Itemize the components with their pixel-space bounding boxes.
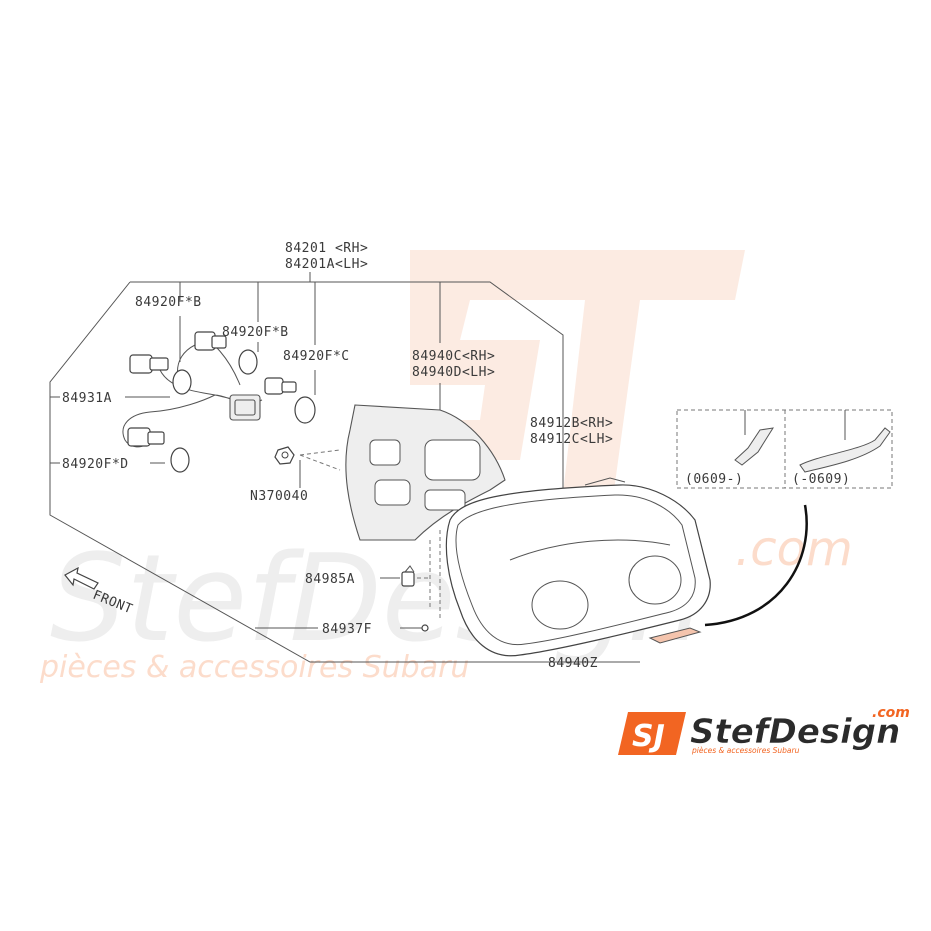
bulb-b-left — [129, 354, 192, 395]
variant-insets: (0609-) (-0609) — [676, 409, 893, 489]
lamp-rh-label: 84201 <RH> — [285, 241, 368, 256]
watermark-tagline: pièces & accessoires Subaru — [39, 650, 469, 685]
clip-part — [401, 565, 415, 587]
bulb-b-mid — [194, 331, 258, 375]
bulb-d — [127, 427, 190, 473]
screw-part — [421, 624, 429, 632]
variant-old-label: (-0609) — [792, 472, 850, 487]
leader-lines — [50, 272, 564, 629]
logo-badge-text: SJ — [632, 719, 665, 754]
logo-brand: StefDesign — [690, 712, 900, 752]
projection-lines — [299, 449, 441, 620]
callout-curve — [704, 504, 808, 627]
gasket-part — [345, 404, 506, 541]
brand-logo: SJ StefDesign .com pièces & accessoires … — [618, 705, 910, 755]
bracket-part — [648, 627, 702, 644]
logo-badge — [618, 712, 686, 755]
gasket-lh-label: 84940D<LH> — [412, 365, 495, 380]
bulb-b-mid-label: 84920F*B — [222, 325, 289, 340]
gasket-rh-label: 84940C<RH> — [412, 349, 495, 364]
assembly-boundary-bottom — [49, 281, 640, 663]
bracket-label: 84940Z — [548, 656, 598, 671]
housing-lh-label: 84912C<LH> — [530, 432, 613, 447]
lamp-lh-label: 84201A<LH> — [285, 257, 368, 272]
bulb-d-label: 84920F*D — [62, 457, 129, 472]
bulb-c — [264, 377, 316, 424]
lamp-housing — [445, 477, 711, 657]
clip-label: 84985A — [305, 572, 355, 587]
bulb-b-left-label: 84920F*B — [135, 295, 202, 310]
wiring-harness — [122, 338, 263, 448]
logo-domain: .com — [872, 705, 910, 721]
watermark-logo-mark — [410, 250, 745, 520]
variant-new-label: (0609-) — [685, 472, 743, 487]
nut-label: N370040 — [250, 489, 308, 504]
logo-tagline: pièces & accessoires Subaru — [691, 746, 800, 755]
harness-label: 84931A — [62, 391, 112, 406]
housing-rh-label: 84912B<RH> — [530, 416, 613, 431]
screw-label: 84937F — [322, 622, 372, 637]
watermark-domain: .com — [735, 521, 853, 577]
nut-part — [274, 446, 295, 465]
bulb-c-label: 84920F*C — [283, 349, 350, 364]
